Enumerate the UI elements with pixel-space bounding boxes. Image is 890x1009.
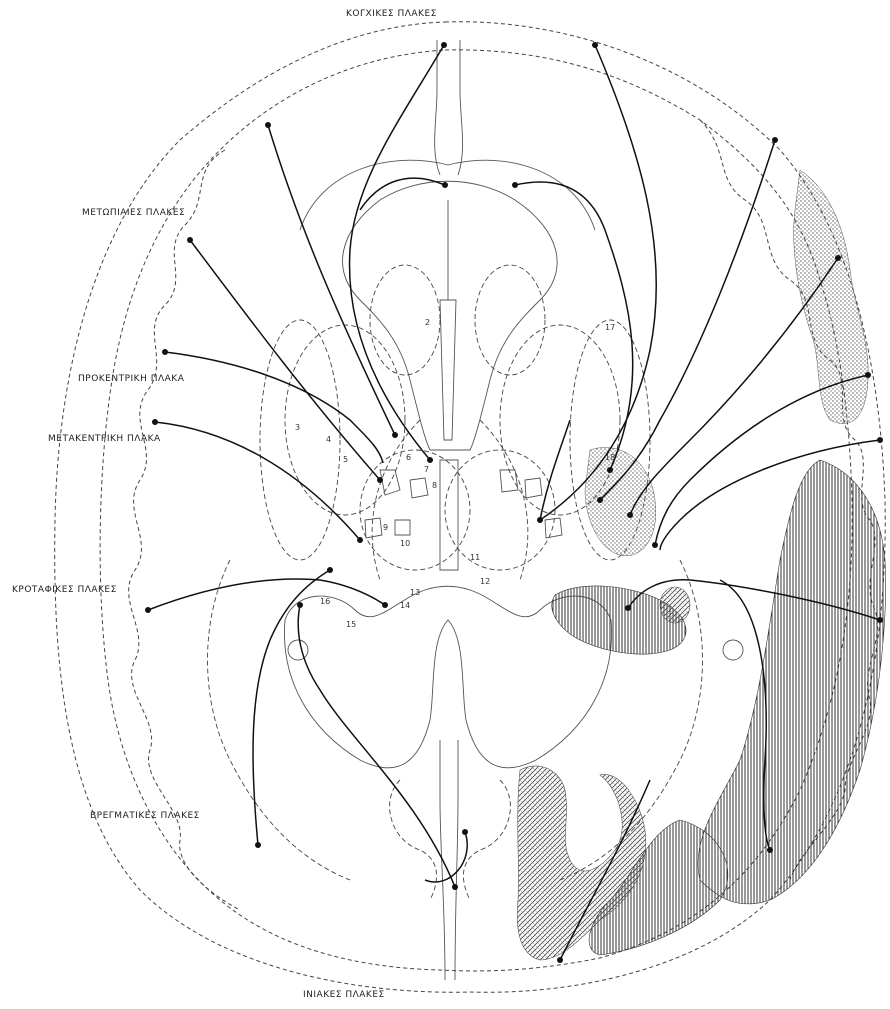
internal-capsule-right [480, 420, 528, 580]
thalamus-right [445, 450, 555, 570]
lead-dot-15 [877, 617, 883, 623]
hatched-small-nucleus [660, 587, 690, 623]
lead-dot-8 [255, 842, 261, 848]
lead-dot-11 [772, 137, 778, 143]
lead-dot-7 [145, 607, 151, 613]
lead-dot-14 [877, 437, 883, 443]
region-number-8: 8 [432, 481, 437, 490]
region-number-14: 14 [400, 601, 410, 610]
lead-dot-32 [442, 182, 448, 188]
lead-dot-29 [767, 847, 773, 853]
region-number-4: 4 [326, 435, 331, 444]
lead-dot-24 [297, 602, 303, 608]
region-number-16: 16 [320, 597, 330, 606]
lead-dot-30 [557, 957, 563, 963]
lead-dot-27 [627, 512, 633, 518]
lead-dot-21 [357, 537, 363, 543]
lead-dot-25 [625, 605, 631, 611]
lead-dot-16 [537, 517, 543, 523]
anterior-corpus-callosum [300, 160, 595, 230]
region-number-10: 10 [400, 539, 410, 548]
thalamus-left [360, 450, 470, 570]
lead-dot-26 [652, 542, 658, 548]
region-number-11: 11 [470, 553, 480, 562]
region-number-13: 13 [410, 588, 420, 597]
lead-dot-20 [392, 432, 398, 438]
dotted-region-thalamus-right [585, 447, 656, 555]
cortex-wavy-left [129, 150, 240, 910]
lead-dot-18 [427, 457, 433, 463]
putamen-left [285, 325, 405, 515]
small-circle-right [723, 640, 743, 660]
lead-dot-28 [597, 497, 603, 503]
lateral-ventricles-anterior [343, 181, 558, 450]
lead-dot-1 [441, 42, 447, 48]
lead-dot-23 [327, 567, 333, 573]
lead-dot-19 [377, 477, 383, 483]
region-number-7: 7 [424, 465, 429, 474]
small-circle-left [288, 640, 308, 660]
lead-dot-17 [607, 467, 613, 473]
lead-dot-5 [162, 349, 168, 355]
leader-line-frontal [190, 240, 380, 480]
lead-dot-22 [382, 602, 388, 608]
region-number-15: 15 [346, 620, 356, 629]
region-number-6: 6 [406, 453, 411, 462]
lead-dot-2 [592, 42, 598, 48]
region-number-9: 9 [383, 523, 388, 532]
temporal-lobe-left [208, 560, 351, 880]
region-number-3: 3 [295, 423, 300, 432]
region-number-17: 17 [605, 323, 615, 332]
lead-dot-3 [265, 122, 271, 128]
lead-dot-4 [187, 237, 193, 243]
septum [440, 200, 456, 440]
leader-line-parietal [253, 570, 330, 845]
leader-line-frontal-2 [268, 125, 395, 435]
striped-region-right-temporal [698, 460, 886, 904]
region-number-5: 5 [343, 455, 348, 464]
region-number-2: 2 [425, 318, 430, 327]
lead-dot-6 [152, 419, 158, 425]
occipital-region-right [463, 780, 510, 900]
lead-dot-10 [462, 829, 468, 835]
longitudinal-fissure-top [435, 40, 463, 175]
lead-dot-31 [512, 182, 518, 188]
leader-line-top-left [350, 45, 444, 460]
third-ventricle [440, 460, 458, 570]
lead-dot-12 [835, 255, 841, 261]
caudate-right [475, 265, 545, 375]
lead-dot-13 [865, 372, 871, 378]
lead-dot-9 [452, 884, 458, 890]
leader-line-occipital-left [298, 605, 455, 887]
region-number-12: 12 [480, 577, 490, 586]
leader-line-right-1 [600, 140, 775, 500]
